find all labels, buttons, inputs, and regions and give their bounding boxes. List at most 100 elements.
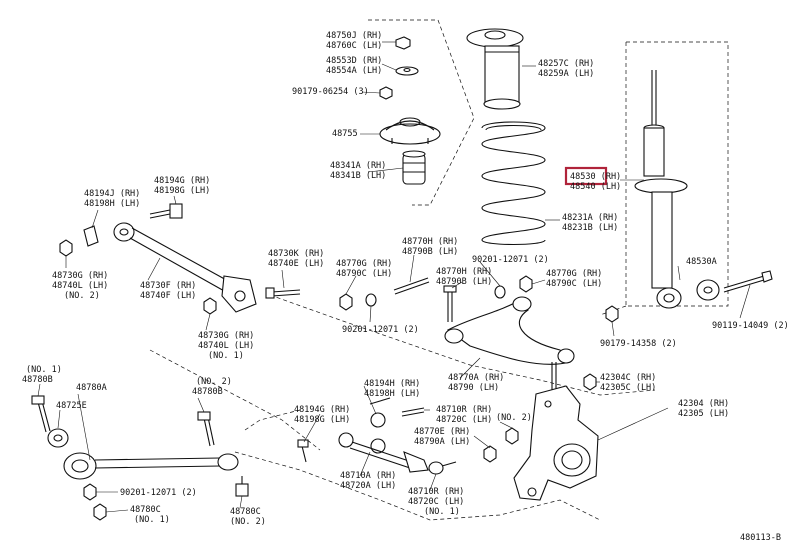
svg-text:48790C (LH): 48790C (LH) (336, 269, 392, 279)
shock-absorber-icon (634, 70, 688, 309)
svg-text:48198G (LH): 48198G (LH) (294, 415, 350, 425)
label-48530: 48530 (RH) 48540 (LH) (570, 172, 621, 192)
svg-text:48770G (RH): 48770G (RH) (546, 269, 602, 279)
svg-text:48530 (RH): 48530 (RH) (570, 172, 621, 182)
label-48710a: 48710A (RH) 48720A (LH) (340, 471, 396, 491)
label-48780a: 48780A (76, 383, 107, 393)
nut-48770g-icon (339, 293, 377, 311)
label-48780c2: 48780C (NO. 2) (230, 507, 266, 527)
svg-text:48780B: 48780B (192, 387, 223, 397)
upper-arm-icon (444, 296, 575, 365)
label-90201b: 90201-12071 (2) (472, 255, 549, 265)
label-48780b2: (NO. 2) 48780B (192, 377, 232, 397)
label-42304: 42304 (RH) 42305 (LH) (678, 399, 729, 419)
bolt-48780b2-icon (197, 411, 215, 447)
label-48710r2: 48710R (RH) 48720C (LH) (NO. 1) (408, 487, 464, 517)
svg-text:48198H (LH): 48198H (LH) (84, 199, 140, 209)
svg-text:48553D (RH): 48553D (RH) (326, 56, 382, 66)
tie-rod-icon (338, 432, 457, 475)
svg-text:48259A (LH): 48259A (LH) (538, 69, 594, 79)
svg-text:48790B (LH): 48790B (LH) (402, 247, 458, 257)
label-48770g2: 48770G (RH) 48790C (LH) (546, 269, 602, 289)
svg-text:48710A (RH): 48710A (RH) (340, 471, 396, 481)
svg-text:42305C (LH): 42305C (LH) (600, 383, 656, 393)
svg-text:48257C (RH): 48257C (RH) (538, 59, 594, 69)
svg-text:48790 (LH): 48790 (LH) (448, 383, 499, 393)
svg-text:48770E (RH): 48770E (RH) (414, 427, 470, 437)
svg-text:48710R (RH): 48710R (RH) (408, 487, 464, 497)
bolt-48770h-icon (393, 277, 430, 295)
bolt-48725e-icon (31, 395, 51, 433)
label-48257: 48257C (RH) 48259A (LH) (538, 59, 594, 79)
label-48750: 48750J (RH) 48760C (LH) (326, 31, 382, 51)
label-48553: 48553D (RH) 48554A (LH) (326, 56, 382, 76)
bolt-48770h2-icon (443, 285, 457, 322)
svg-text:(NO. 1): (NO. 1) (424, 507, 460, 517)
nut-48770e-icon (505, 427, 519, 445)
ball-joint-bolt-icon (551, 362, 557, 392)
svg-text:48770A (RH): 48770A (RH) (448, 373, 504, 383)
svg-text:48194G (RH): 48194G (RH) (154, 176, 210, 186)
label-48730g1: 48730G (RH) 48740L (LH) (NO. 2) (52, 271, 108, 301)
highlight-box-48530 (564, 166, 608, 186)
svg-text:48194G (RH): 48194G (RH) (294, 405, 350, 415)
svg-text:48231A (RH): 48231A (RH) (562, 213, 618, 223)
label-48770h1: 48770H (RH) 48790B (LH) (402, 237, 458, 257)
nut-48730g-icon (203, 297, 217, 315)
svg-text:48341B (LH): 48341B (LH) (330, 171, 386, 181)
dust-boot-icon (466, 28, 524, 110)
bolt-48194g2-icon (297, 439, 309, 463)
label-48770e: 48770E (RH) 48790A (LH) (414, 427, 470, 447)
diagram-ref-code: 480113-B (740, 533, 781, 543)
label-90119: 90119-14049 (2) (712, 321, 789, 331)
svg-text:48780B: 48780B (22, 375, 53, 385)
bolt-48730k-icon (265, 287, 301, 299)
lower-arm-no2-icon (113, 222, 257, 313)
svg-text:48730K (RH): 48730K (RH) (268, 249, 324, 259)
label-48194g: 48194G (RH) 48198G (LH) (154, 176, 210, 196)
svg-text:48341A (RH): 48341A (RH) (330, 161, 386, 171)
upper-support-icon (379, 117, 441, 145)
group-outline-strut (625, 41, 729, 307)
coil-spring-icon (481, 121, 546, 245)
svg-text:48730F (RH): 48730F (RH) (140, 281, 196, 291)
label-48770h2: 48770H (RH) 48790B (LH) (436, 267, 492, 287)
svg-text:48720C (LH): 48720C (LH) (408, 497, 464, 507)
svg-text:48231B (LH): 48231B (LH) (562, 223, 618, 233)
nut-48780c1-icon (93, 503, 107, 521)
label-48780b1: (NO. 1) 48780B (22, 365, 62, 385)
nut-90201c-icon (83, 483, 97, 501)
steering-knuckle-icon (513, 385, 599, 501)
svg-text:48770G (RH): 48770G (RH) (336, 259, 392, 269)
svg-text:48750J (RH): 48750J (RH) (326, 31, 382, 41)
nut-48780c2-icon (235, 476, 249, 497)
svg-text:48770H (RH): 48770H (RH) (402, 237, 458, 247)
svg-text:(NO. 2): (NO. 2) (230, 517, 266, 527)
bound-stopper-icon (402, 150, 426, 185)
nut-small-icon (379, 86, 393, 100)
label-48194h: 48194H (RH) 48198H (LH) (364, 379, 420, 399)
svg-text:42305 (LH): 42305 (LH) (678, 409, 729, 419)
svg-text:42304C (RH): 42304C (RH) (600, 373, 656, 383)
bolt-48710a-icon (401, 407, 425, 417)
nut-top-icon (395, 36, 411, 50)
svg-text:48198H (LH): 48198H (LH) (364, 389, 420, 399)
nut-48710r-icon (483, 445, 497, 463)
label-90179b: 90179-14358 (2) (600, 339, 677, 349)
svg-text:48740F (LH): 48740F (LH) (140, 291, 196, 301)
cam-plate-icon (83, 225, 99, 247)
label-90201a: 90201-12071 (2) (342, 325, 419, 335)
group-outline-bottom (234, 451, 601, 521)
svg-text:48198G (LH): 48198G (LH) (154, 186, 210, 196)
bushing-48725e-icon (47, 428, 69, 448)
group-outline-lower (149, 349, 321, 451)
label-48194a: 48194J (RH) 48198H (LH) (84, 189, 140, 209)
nut-lower-icon (605, 305, 619, 323)
label-48770g1: 48770G (RH) 48790C (LH) (336, 259, 392, 279)
label-90179a: 90179-06254 (3) (292, 87, 369, 97)
label-48530A: 48530A (686, 257, 717, 267)
svg-text:48730G (RH): 48730G (RH) (52, 271, 108, 281)
svg-text:(NO. 1): (NO. 1) (208, 351, 244, 361)
washer-icon (395, 66, 419, 76)
svg-text:48540 (LH): 48540 (LH) (570, 182, 621, 192)
